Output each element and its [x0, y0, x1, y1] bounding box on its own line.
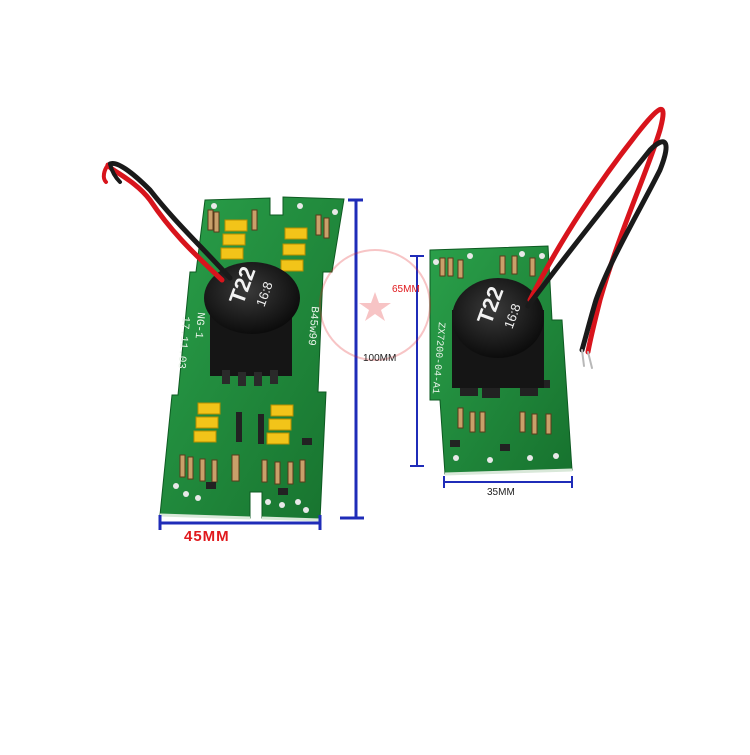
silk-model: B45w99: [305, 306, 320, 347]
dimension-width-small: [443, 476, 573, 488]
resistor: [179, 209, 330, 485]
capacitor: [220, 219, 308, 272]
dimension-label-width-large: 45MM: [184, 528, 230, 545]
silk-code: NG-1: [192, 312, 206, 340]
dimension-label-height-small: 65MM: [392, 284, 420, 295]
watermark-stamp: [319, 249, 431, 361]
dimension-label-width-small: 35MM: [487, 487, 515, 498]
solder-pad: [173, 203, 338, 513]
diode: [206, 412, 312, 495]
wire: [101, 161, 233, 283]
dimension-width-large: [158, 515, 322, 530]
dimension-height-small: [410, 255, 424, 467]
right-board: ZX7200-04-A1 T22 16:8: [429, 106, 669, 476]
dimension-label-height-large: 100MM: [363, 353, 397, 364]
silk-date: 17.11.03: [174, 316, 191, 370]
transformer: T22 16:8: [204, 262, 300, 386]
left-board: B45w99 17.11.03 NG-1 T22 16:8: [101, 161, 345, 522]
transformer: T22 16:8: [452, 278, 544, 388]
dimension-height-large: [340, 198, 364, 520]
solder-pad: [433, 251, 559, 463]
capacitor: [193, 402, 294, 445]
resistor: [439, 255, 552, 435]
wire: [525, 106, 669, 369]
